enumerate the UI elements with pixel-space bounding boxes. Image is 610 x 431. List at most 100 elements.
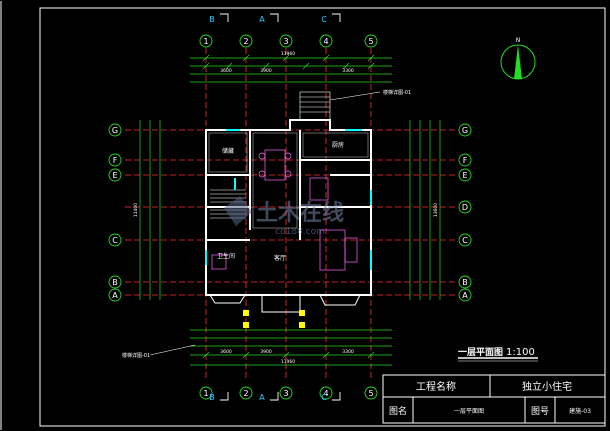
svg-text:C: C (462, 236, 468, 245)
svg-text:F: F (113, 156, 118, 165)
dimension-texts: 11960 11960 3600 3900 3300 3600 3900 3300 11400 1… (133, 51, 439, 365)
svg-text:D: D (462, 203, 468, 212)
north-arrow-icon: N (500, 37, 536, 80)
axis-bubble-right-G: G (458, 123, 472, 137)
room-label-living: 客厅 (274, 254, 286, 262)
dim-bottom-1: 3900 (260, 349, 272, 355)
axis-bubble-left-F: F (108, 153, 122, 167)
drawing-name-value: 一层平面图 (454, 408, 484, 415)
axis-bubble-bottom-2: 2 (239, 386, 253, 400)
section-mark-bottom-A: A (259, 393, 265, 402)
dim-top-1: 3900 (260, 68, 272, 74)
bay-windows (209, 294, 361, 313)
dimension-lines (139, 57, 441, 366)
project-name-label: 工程名称 (416, 380, 456, 393)
svg-text:5: 5 (368, 37, 373, 46)
axis-bubble-right-C: C (458, 233, 472, 247)
axis-bubble-top-5: 5 (364, 34, 378, 48)
windows (205, 129, 372, 270)
drawing-frame (39, 7, 606, 427)
room-label-storage: 储藏 (222, 147, 234, 155)
watermark: 土木在线 co188.com (224, 196, 344, 237)
room-label-kitchen: 厨房 (332, 141, 344, 149)
axis-bubble-left-G: G (108, 123, 122, 137)
section-mark-bottom-B: B (209, 393, 215, 402)
svg-text:2: 2 (243, 37, 248, 46)
axis-bubble-right-F: F (458, 153, 472, 167)
room-label-bath: 卫生间 (217, 252, 235, 260)
furniture (211, 149, 358, 271)
section-bracket-bottom-C (332, 392, 341, 401)
svg-text:E: E (112, 171, 117, 180)
axis-bubble-top-4: 4 (319, 34, 333, 48)
section-mark-top-B: B (209, 15, 215, 24)
dimension-ticks (202, 54, 375, 359)
inner-wall-lines (208, 132, 369, 229)
svg-text:3: 3 (283, 37, 288, 46)
axis-bubble-left-B: B (108, 275, 122, 289)
axis-bubble-left-C: C (108, 233, 122, 247)
svg-text:A: A (112, 291, 118, 300)
watermark-subtext: co188.com (275, 227, 325, 237)
section-bracket-bottom-B (220, 392, 229, 401)
dim-side-right: 13600 (433, 203, 439, 217)
dim-bottom-0: 3600 (220, 349, 232, 355)
drawing-name-label: 图名 (389, 405, 407, 417)
dim-bottom-2: 3300 (342, 349, 354, 355)
section-bracket-bottom-A (270, 392, 279, 401)
svg-text:F: F (463, 156, 468, 165)
svg-text:A: A (462, 291, 468, 300)
axis-bubble-right-B: B (458, 275, 472, 289)
callout-stair-bottom: 楼梯详图-01 (122, 352, 150, 359)
column-markers (243, 310, 305, 328)
dim-overall-top: 11960 (281, 51, 295, 57)
svg-text:B: B (112, 278, 118, 287)
drawing-number-value: 建施-03 (569, 407, 591, 415)
axis-bubble-right-E: E (458, 168, 472, 182)
svg-text:E: E (462, 171, 467, 180)
svg-text:5: 5 (368, 389, 373, 398)
section-bracket-top-B (220, 13, 229, 22)
svg-text:4: 4 (323, 389, 328, 398)
axis-bubble-top-3: 3 (279, 34, 293, 48)
dim-side-left: 11400 (133, 203, 139, 217)
section-mark-bottom-C: C (321, 393, 327, 402)
svg-text:G: G (112, 126, 118, 135)
axis-bubble-bottom-1: 1 (199, 386, 213, 400)
title-block: 工程名称 独立小住宅 图名 一层平面图 图号 建施-03 (382, 374, 606, 424)
svg-text:B: B (462, 278, 468, 287)
axis-bubble-top-1: 1 (199, 34, 213, 48)
svg-text:1: 1 (203, 37, 208, 46)
watermark-text: 土木在线 (256, 200, 344, 226)
svg-text:C: C (112, 236, 118, 245)
axis-bubble-bottom-5: 5 (364, 386, 378, 400)
project-name-value: 独立小住宅 (522, 380, 572, 393)
axis-bubble-right-D: D (458, 200, 472, 214)
svg-text:1: 1 (203, 389, 208, 398)
dim-top-0: 3600 (220, 68, 232, 74)
section-bracket-top-A (270, 13, 279, 22)
section-bracket-top-C (332, 13, 341, 22)
section-marks: B B A A C C (209, 13, 341, 402)
dim-overall-bottom: 11960 (281, 359, 295, 365)
axis-bubble-top-2: 2 (239, 34, 253, 48)
drawing-title: 一层平面图 (458, 347, 503, 358)
axis-bubble-bottom-4: 4 (319, 386, 333, 400)
callout-stair-top: 楼梯详图-01 (383, 89, 411, 96)
svg-text:3: 3 (283, 389, 288, 398)
drawing-number-label: 图号 (531, 406, 549, 417)
axis-bubble-left-E: E (108, 168, 122, 182)
svg-text:G: G (462, 126, 468, 135)
section-mark-top-C: C (321, 15, 327, 24)
svg-text:N: N (516, 37, 521, 44)
section-mark-top-A: A (259, 15, 265, 24)
axis-bubble-bottom-3: 3 (279, 386, 293, 400)
drawing-scale: 1:100 (506, 347, 535, 358)
entry-stair (299, 91, 331, 121)
svg-text:4: 4 (323, 37, 328, 46)
axis-bubble-right-A: A (458, 288, 472, 302)
axis-bubble-left-A: A (108, 288, 122, 302)
dim-top-2: 3300 (342, 68, 354, 74)
